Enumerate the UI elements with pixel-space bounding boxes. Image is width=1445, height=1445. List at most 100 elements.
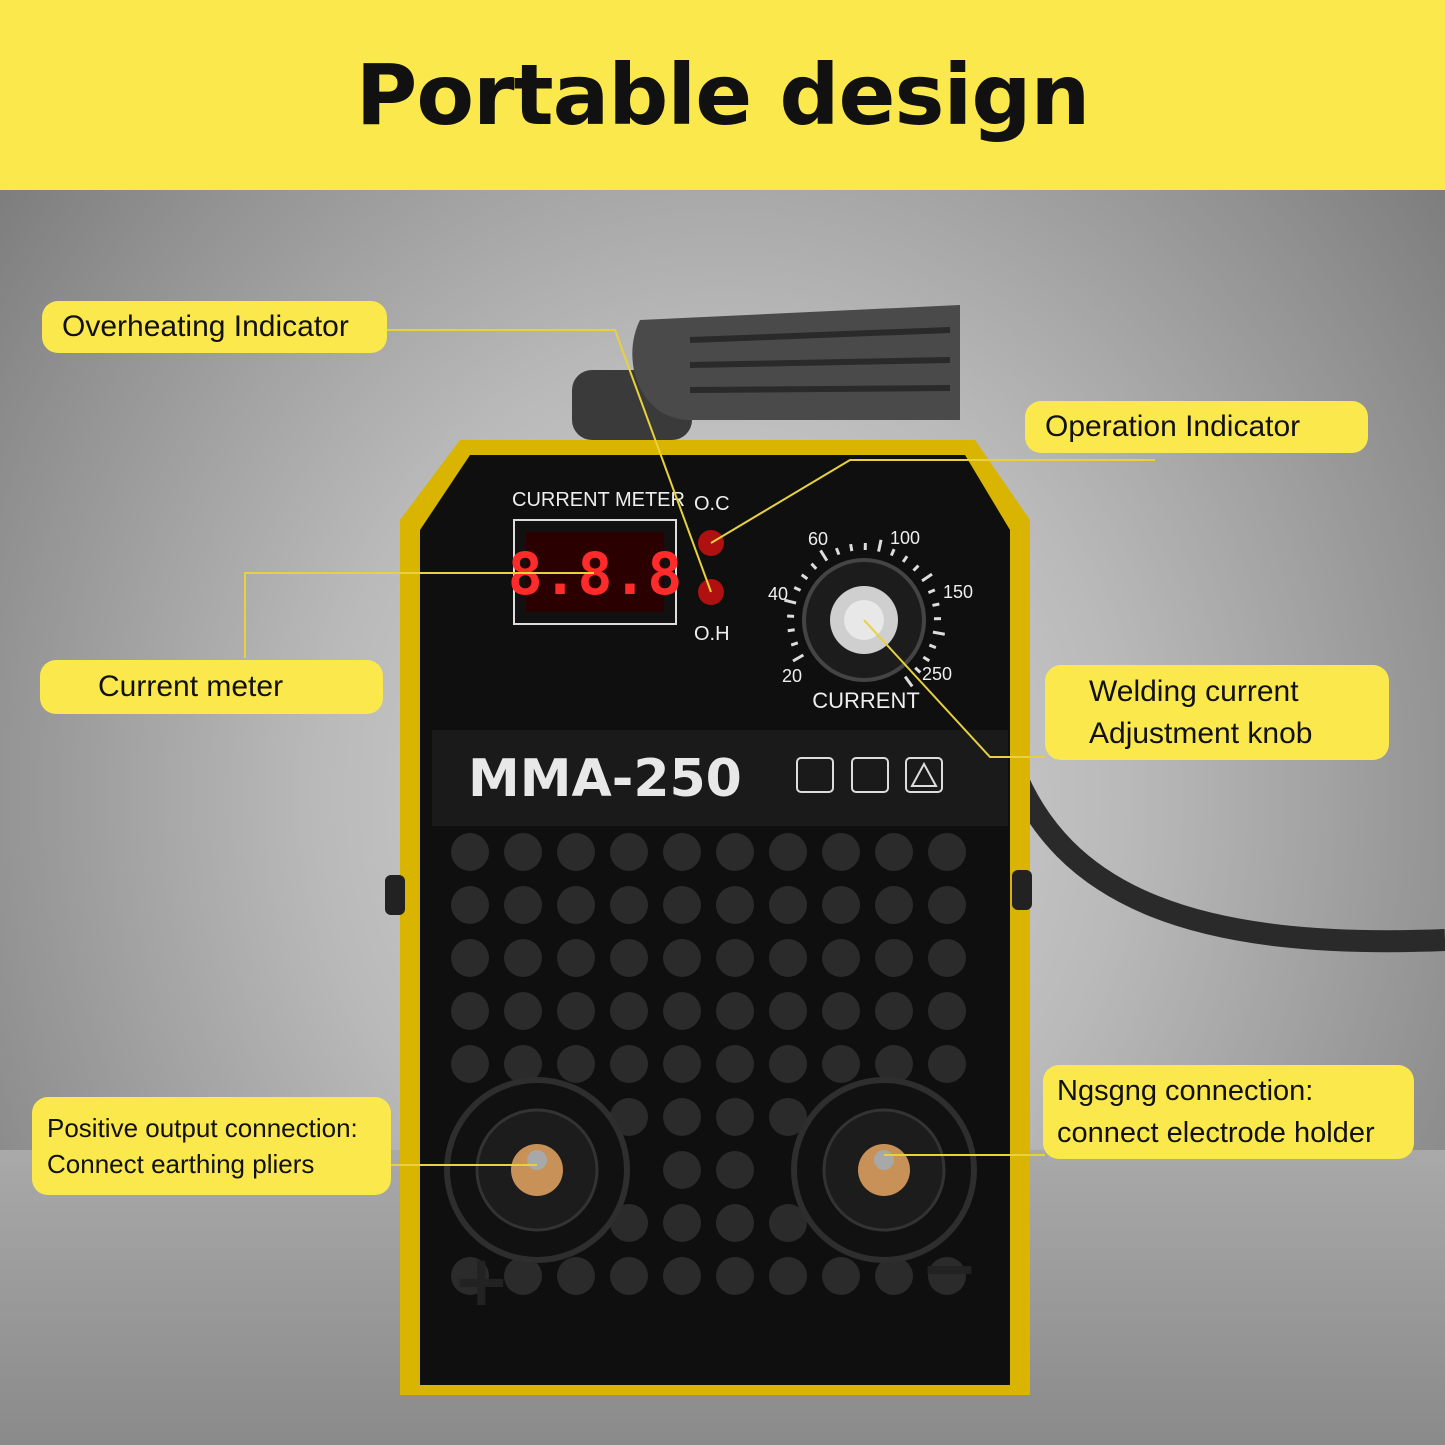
vent-hole xyxy=(928,833,966,871)
scale-tick xyxy=(787,628,795,633)
vent-hole xyxy=(610,939,648,977)
vent-hole xyxy=(822,833,860,871)
vent-hole xyxy=(663,1204,701,1242)
vent-hole xyxy=(451,833,489,871)
scale-tick xyxy=(877,539,883,552)
vent-hole xyxy=(610,1257,648,1295)
vent-hole xyxy=(610,992,648,1030)
vent-hole xyxy=(451,886,489,924)
scale-tick xyxy=(922,655,931,663)
leader-operation xyxy=(710,459,1155,544)
vent-hole xyxy=(557,1257,595,1295)
vent-hole xyxy=(875,939,913,977)
callout-positive-output: Positive output connection: Connect eart… xyxy=(32,1097,391,1195)
scale-tick xyxy=(810,562,818,570)
scale-tick xyxy=(921,572,933,583)
callout-overheating: Overheating Indicator xyxy=(42,301,387,353)
indicator-oh-label: O.H xyxy=(694,623,730,645)
carry-handle xyxy=(572,305,960,440)
model-name: MMA-250 xyxy=(468,749,742,809)
callout-positive-line2: Connect earthing pliers xyxy=(47,1149,315,1179)
scale-tick xyxy=(800,573,809,581)
scale-tick xyxy=(819,549,829,562)
vent-hole xyxy=(822,886,860,924)
callout-welding-knob: Welding current Adjustment knob xyxy=(1045,665,1389,760)
vent-hole xyxy=(557,992,595,1030)
vent-hole xyxy=(769,992,807,1030)
scale-tick xyxy=(790,641,799,647)
warning-triangle xyxy=(910,761,938,787)
vent-hole xyxy=(769,886,807,924)
scale-label-60: 60 xyxy=(808,529,828,549)
vent-hole xyxy=(769,1045,807,1083)
vent-hole xyxy=(928,939,966,977)
vent-hole xyxy=(769,939,807,977)
leader-current-meter xyxy=(244,572,594,658)
certification-icons xyxy=(796,757,943,793)
indicator-oc-label: O.C xyxy=(694,493,730,515)
callout-operation: Operation Indicator xyxy=(1025,401,1368,453)
scale-tick xyxy=(784,598,797,605)
callout-negative-line1: Ngsgng connection: xyxy=(1057,1075,1314,1107)
vent-hole xyxy=(663,1151,701,1189)
vent-hole xyxy=(769,1257,807,1295)
scale-tick xyxy=(903,675,914,688)
vent-hole xyxy=(716,1204,754,1242)
knob-scale xyxy=(784,539,946,688)
vent-hole xyxy=(716,1257,754,1295)
vent-hole xyxy=(504,833,542,871)
vent-hole xyxy=(663,939,701,977)
minus-sign: − xyxy=(920,1227,979,1309)
vent-hole xyxy=(504,886,542,924)
header-banner: Portable design xyxy=(0,0,1445,190)
vent-hole xyxy=(928,886,966,924)
side-latch-left xyxy=(385,875,405,915)
vent-hole xyxy=(716,886,754,924)
vent-hole xyxy=(875,1045,913,1083)
scale-tick xyxy=(792,653,805,663)
vent-hole xyxy=(451,939,489,977)
callout-operation-text: Operation Indicator xyxy=(1045,410,1301,443)
ce-mark-icon xyxy=(851,757,889,793)
scale-tick xyxy=(901,555,909,563)
vent-hole xyxy=(557,886,595,924)
positive-terminal[interactable] xyxy=(444,1077,630,1263)
vent-hole xyxy=(663,886,701,924)
vent-hole xyxy=(716,1151,754,1189)
callout-negative-line2: connect electrode holder xyxy=(1057,1117,1375,1149)
scale-tick xyxy=(793,586,802,592)
manual-icon xyxy=(796,757,834,793)
callout-negative-connection: Ngsgng connection: connect electrode hol… xyxy=(1043,1065,1414,1159)
callout-welding-line2: Adjustment knob xyxy=(1089,716,1313,750)
callout-positive-line1: Positive output connection: xyxy=(47,1113,358,1143)
vent-hole xyxy=(928,992,966,1030)
vent-hole xyxy=(663,833,701,871)
vent-hole xyxy=(875,1257,913,1295)
scale-tick xyxy=(835,547,841,556)
scale-tick xyxy=(932,602,940,607)
scale-tick xyxy=(932,630,946,636)
vent-hole xyxy=(769,1098,807,1136)
vent-hole xyxy=(557,939,595,977)
vent-hole xyxy=(610,886,648,924)
model-band xyxy=(432,730,1008,826)
leader-overheating xyxy=(385,329,712,593)
vent-grille xyxy=(451,833,966,1295)
vent-hole xyxy=(822,1257,860,1295)
negative-terminal[interactable] xyxy=(791,1077,977,1263)
vent-hole xyxy=(451,1045,489,1083)
vent-hole xyxy=(875,992,913,1030)
power-cable xyxy=(999,756,1445,953)
vent-hole xyxy=(663,1257,701,1295)
vent-hole xyxy=(716,992,754,1030)
scale-tick xyxy=(914,666,922,674)
vent-hole xyxy=(928,1045,966,1083)
vent-hole xyxy=(875,833,913,871)
vent-hole xyxy=(928,1257,966,1295)
vent-hole xyxy=(451,992,489,1030)
scale-label-40: 40 xyxy=(768,584,788,604)
scale-tick xyxy=(889,548,896,557)
vent-hole xyxy=(769,833,807,871)
